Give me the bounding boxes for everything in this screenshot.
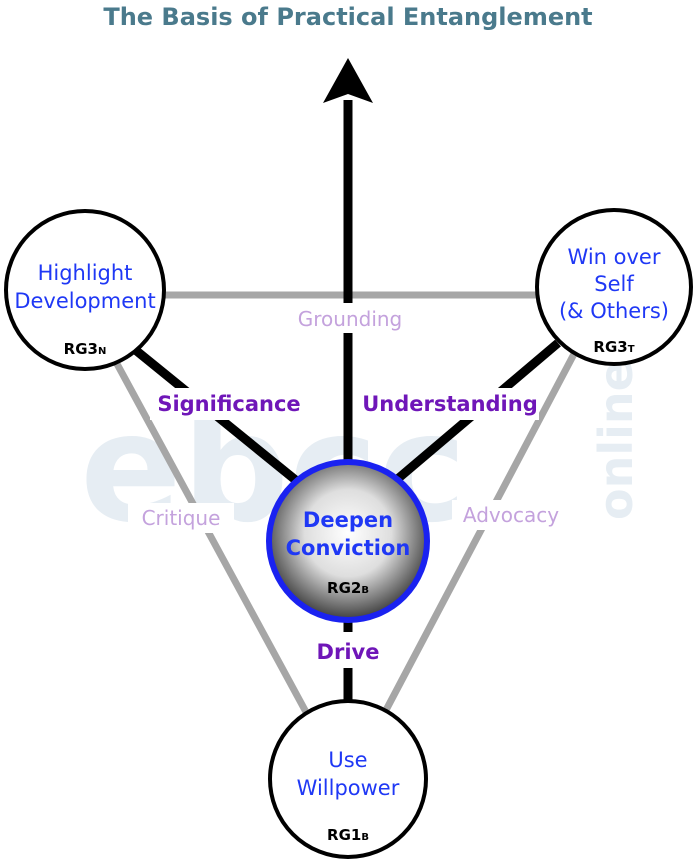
critique-label: Critique xyxy=(142,506,221,530)
page-title: The Basis of Practical Entanglement xyxy=(103,3,592,31)
node-code: RG3N xyxy=(64,340,107,358)
node-label-line: Use xyxy=(328,748,367,772)
critique-edge xyxy=(112,360,310,714)
node-label-line: Self xyxy=(594,272,634,296)
node-label-line: Win over xyxy=(568,245,661,269)
understanding-label: Understanding xyxy=(362,392,538,416)
node-label-line: Conviction xyxy=(286,536,411,560)
up-arrow-icon xyxy=(323,58,373,103)
node-label-line: Development xyxy=(14,289,155,313)
advocacy-edge xyxy=(381,352,578,714)
node-label-line: Willpower xyxy=(297,776,400,800)
edge-label-backgrounds xyxy=(128,303,572,668)
node-code: RG2B xyxy=(327,579,369,597)
watermark-side: online xyxy=(589,360,643,520)
node-label-line: Deepen xyxy=(303,508,393,532)
node-highlight-development: Highlight Development RG3N xyxy=(4,209,166,371)
drive-label: Drive xyxy=(317,640,380,664)
grounding-label: Grounding xyxy=(298,307,403,331)
significance-label: Significance xyxy=(157,392,300,416)
node-label-line: (& Others) xyxy=(559,299,669,323)
node-label-line: Highlight xyxy=(38,261,133,285)
node-code: RG3T xyxy=(593,338,634,356)
node-use-willpower: Use Willpower RG1B xyxy=(268,699,428,859)
node-deepen-conviction: Deepen Conviction RG2B xyxy=(266,459,430,623)
node-win-over-self: Win over Self (& Others) RG3T xyxy=(535,208,693,366)
node-code: RG1B xyxy=(327,826,369,844)
advocacy-label: Advocacy xyxy=(463,503,559,527)
